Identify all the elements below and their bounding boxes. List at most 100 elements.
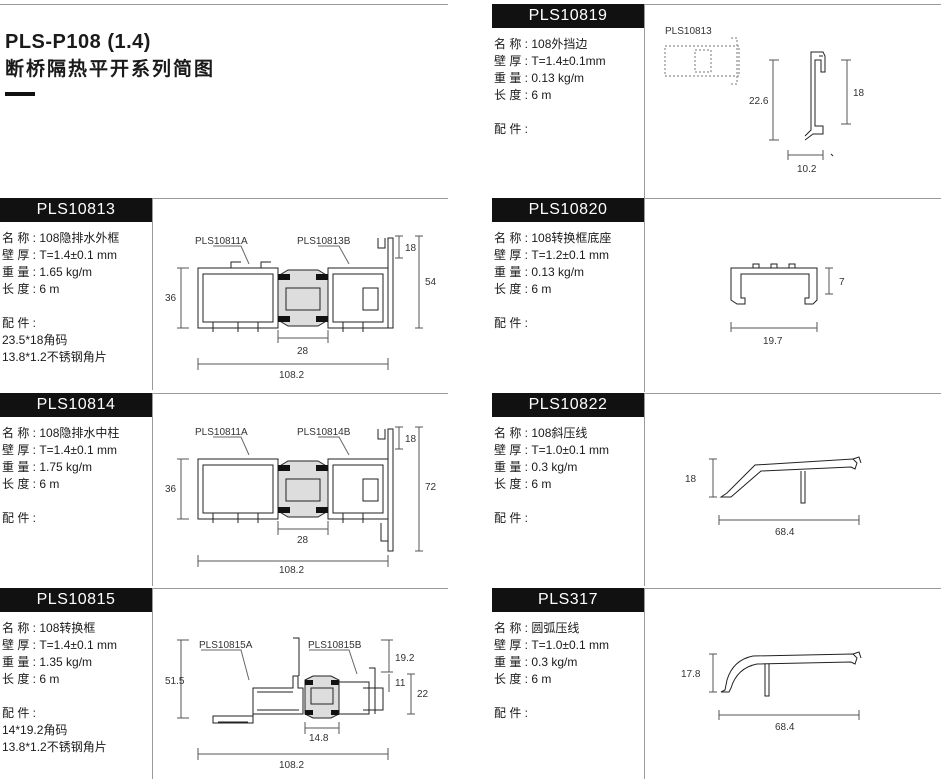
dimension-label: 17.8 bbox=[681, 669, 701, 680]
dimension-label: 68.4 bbox=[775, 722, 795, 733]
spec-accessories: 配 件 : bbox=[2, 706, 37, 720]
spec-accessories: 配 件 : bbox=[494, 122, 529, 136]
part-label: PLS10811A bbox=[195, 427, 248, 438]
dimension-label: 19.7 bbox=[763, 336, 783, 347]
spec-name: 名 称 : 108隐排水外框 bbox=[2, 231, 120, 245]
dimension-label: 108.2 bbox=[279, 760, 304, 771]
spec-length: 长 度 : 6 m bbox=[494, 477, 552, 491]
spec-list: 名 称 : 108转换框底座 壁 厚 : T=1.2±0.1 mm 重 量 : … bbox=[494, 230, 611, 332]
profile-diagram: 18 68.4 bbox=[645, 393, 940, 583]
section-rule bbox=[644, 198, 941, 199]
spec-weight: 重 量 : 1.75 kg/m bbox=[2, 460, 93, 474]
title-underline bbox=[5, 92, 35, 96]
product-code-label: PLS10822 bbox=[492, 393, 644, 417]
dimension-label: 18 bbox=[853, 88, 865, 99]
product-code-label: PLS10813 bbox=[0, 198, 152, 222]
part-label: PLS10813B bbox=[297, 236, 351, 247]
page-subtitle: 断桥隔热平开系列简图 bbox=[5, 59, 216, 80]
dimension-label: 10.2 bbox=[797, 164, 817, 175]
dimension-label: 54 bbox=[425, 277, 437, 288]
section-rule bbox=[152, 198, 448, 199]
dimension-label: 68.4 bbox=[775, 527, 795, 538]
dimension-label: 51.5 bbox=[165, 676, 185, 687]
section-divider bbox=[644, 4, 645, 198]
spec-list: 名 称 : 108外挡边 壁 厚 : T=1.4±0.1mm 重 量 : 0.1… bbox=[494, 36, 606, 138]
spec-weight: 重 量 : 1.65 kg/m bbox=[2, 265, 93, 279]
product-code-label: PLS10820 bbox=[492, 198, 644, 222]
accessory-item: 14*19.2角码 bbox=[2, 723, 68, 737]
part-label: PLS10815A bbox=[199, 640, 253, 651]
spec-name: 名 称 : 108转换框 bbox=[2, 621, 96, 635]
spec-accessories: 配 件 : bbox=[2, 511, 37, 525]
profile-diagram: PLS10811A PLS10814B 36 18 72 28 108.2 bbox=[153, 393, 447, 583]
spec-length: 长 度 : 6 m bbox=[2, 282, 60, 296]
spec-name: 名 称 : 108转换框底座 bbox=[494, 231, 612, 245]
spec-accessories: 配 件 : bbox=[2, 316, 37, 330]
spec-wall: 壁 厚 : T=1.0±0.1 mm bbox=[494, 638, 609, 652]
dimension-label: 108.2 bbox=[279, 565, 304, 576]
spec-wall: 壁 厚 : T=1.4±0.1 mm bbox=[2, 248, 117, 262]
spec-list: 名 称 : 108转换框 壁 厚 : T=1.4±0.1 mm 重 量 : 1.… bbox=[2, 620, 117, 756]
dimension-label: 11 bbox=[395, 678, 406, 689]
part-label: PLS10813 bbox=[665, 26, 712, 37]
dimension-label: 108.2 bbox=[279, 370, 304, 381]
accessory-item: 23.5*18角码 bbox=[2, 333, 68, 347]
dimension-label: 28 bbox=[297, 346, 309, 357]
product-code-label: PLS10814 bbox=[0, 393, 152, 417]
top-rule bbox=[0, 4, 448, 5]
spec-length: 长 度 : 6 m bbox=[2, 672, 60, 686]
dimension-label: 22 bbox=[417, 689, 429, 700]
page-title: PLS-P108 (1.4) bbox=[5, 31, 151, 53]
spec-name: 名 称 : 108斜压线 bbox=[494, 426, 588, 440]
spec-wall: 壁 厚 : T=1.4±0.1mm bbox=[494, 54, 606, 68]
dimension-label: 22.6 bbox=[749, 96, 769, 107]
section-divider bbox=[644, 393, 645, 586]
dimension-label: 18 bbox=[405, 243, 417, 254]
section-divider bbox=[644, 588, 645, 779]
section-divider bbox=[152, 588, 153, 779]
part-label: PLS10814B bbox=[297, 427, 351, 438]
accessory-item: 13.8*1.2不锈钢角片 bbox=[2, 740, 107, 754]
spec-weight: 重 量 : 0.3 kg/m bbox=[494, 655, 578, 669]
section-rule bbox=[644, 588, 941, 589]
spec-wall: 壁 厚 : T=1.0±0.1 mm bbox=[494, 443, 609, 457]
spec-wall: 壁 厚 : T=1.4±0.1 mm bbox=[2, 638, 117, 652]
section-divider bbox=[152, 198, 153, 390]
part-label: PLS10811A bbox=[195, 236, 248, 247]
section-rule bbox=[152, 588, 448, 589]
product-code-label: PLS10815 bbox=[0, 588, 152, 612]
spec-list: 名 称 : 108斜压线 壁 厚 : T=1.0±0.1 mm 重 量 : 0.… bbox=[494, 425, 609, 527]
spec-list: 名 称 : 圆弧压线 壁 厚 : T=1.0±0.1 mm 重 量 : 0.3 … bbox=[494, 620, 609, 722]
spec-list: 名 称 : 108隐排水外框 壁 厚 : T=1.4±0.1 mm 重 量 : … bbox=[2, 230, 119, 366]
spec-wall: 壁 厚 : T=1.2±0.1 mm bbox=[494, 248, 609, 262]
spec-accessories: 配 件 : bbox=[494, 706, 529, 720]
profile-diagram: 7 19.7 bbox=[645, 198, 940, 388]
spec-accessories: 配 件 : bbox=[494, 316, 529, 330]
spec-length: 长 度 : 6 m bbox=[494, 88, 552, 102]
spec-name: 名 称 : 108外挡边 bbox=[494, 37, 588, 51]
accessory-item: 13.8*1.2不锈钢角片 bbox=[2, 350, 107, 364]
profile-diagram: 17.8 68.4 bbox=[645, 588, 940, 778]
section-divider bbox=[644, 198, 645, 392]
spec-wall: 壁 厚 : T=1.4±0.1 mm bbox=[2, 443, 117, 457]
profile-diagram: PLS10811A PLS10813B 36 18 54 28 108.2 bbox=[153, 198, 447, 388]
dimension-label: 36 bbox=[165, 484, 177, 495]
spec-length: 长 度 : 6 m bbox=[494, 282, 552, 296]
spec-length: 长 度 : 6 m bbox=[494, 672, 552, 686]
spec-list: 名 称 : 108隐排水中柱 壁 厚 : T=1.4±0.1 mm 重 量 : … bbox=[2, 425, 119, 527]
section-rule bbox=[152, 393, 448, 394]
section-divider bbox=[152, 393, 153, 586]
dimension-label: 18 bbox=[405, 434, 417, 445]
dimension-label: 14.8 bbox=[309, 733, 329, 744]
product-code-label: PLS10819 bbox=[492, 4, 644, 28]
part-label: PLS10815B bbox=[308, 640, 362, 651]
dimension-label: 7 bbox=[839, 277, 845, 288]
dimension-label: 36 bbox=[165, 293, 177, 304]
dimension-label: 19.2 bbox=[395, 653, 415, 664]
spec-weight: 重 量 : 1.35 kg/m bbox=[2, 655, 93, 669]
spec-weight: 重 量 : 0.13 kg/m bbox=[494, 265, 585, 279]
dimension-label: 18 bbox=[685, 474, 697, 485]
spec-weight: 重 量 : 0.3 kg/m bbox=[494, 460, 578, 474]
spec-accessories: 配 件 : bbox=[494, 511, 529, 525]
profile-diagram: PLS10813 22.6 18 10.2 bbox=[645, 4, 940, 194]
